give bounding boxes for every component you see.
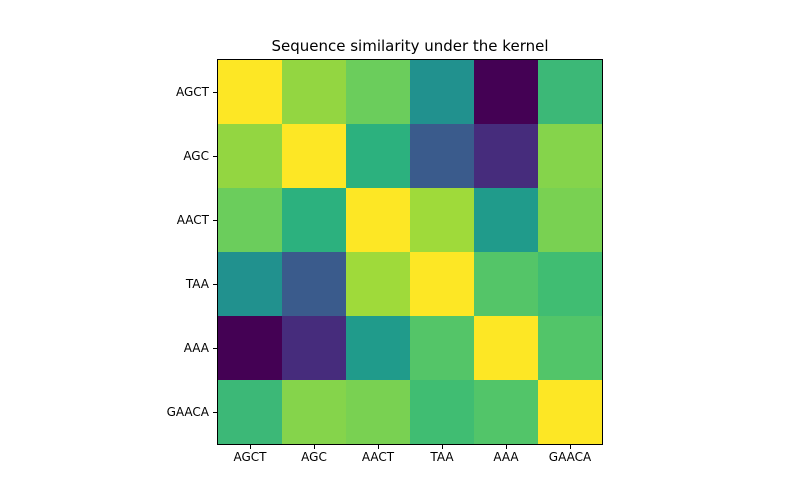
y-axis-labels: AGCT AGC AACT TAA AAA GAACA <box>0 60 209 444</box>
y-tick-mark <box>213 220 217 221</box>
y-tick-mark <box>213 156 217 157</box>
heatmap-cell <box>218 124 282 188</box>
chart-title: Sequence similarity under the kernel <box>271 37 549 55</box>
x-axis-labels: AGCT AGC AACT TAA AAA GAACA <box>218 450 602 464</box>
heatmap-cell <box>346 316 410 380</box>
heatmap-cell <box>282 380 346 444</box>
x-tick-label: TAA <box>430 450 454 464</box>
x-tick-mark <box>250 445 251 449</box>
heatmap-cell <box>474 252 538 316</box>
x-tick-mark <box>442 445 443 449</box>
heatmap-cell <box>282 124 346 188</box>
heatmap-cell <box>474 124 538 188</box>
x-tick-label: AGC <box>301 450 327 464</box>
heatmap-cell <box>538 124 602 188</box>
heatmap-cell <box>218 316 282 380</box>
heatmap-cell <box>346 60 410 124</box>
heatmap-cell <box>474 316 538 380</box>
heatmap-cell <box>538 60 602 124</box>
x-tick-label: GAACA <box>548 450 592 464</box>
heatmap-cell <box>538 252 602 316</box>
heatmap-cell <box>218 60 282 124</box>
heatmap-cell <box>410 380 474 444</box>
heatmap-cell <box>346 188 410 252</box>
heatmap-cell <box>410 188 474 252</box>
y-tick-label: AAA <box>183 341 209 355</box>
heatmap-cell <box>474 380 538 444</box>
y-tick-label: AGC <box>183 149 209 163</box>
y-tick-mark <box>213 348 217 349</box>
heatmap-cell <box>410 60 474 124</box>
heatmap-cell <box>218 188 282 252</box>
heatmap-cell <box>282 252 346 316</box>
heatmap-cell <box>474 188 538 252</box>
heatmap-cell <box>282 316 346 380</box>
plot-area <box>217 59 603 445</box>
y-tick-label: AGCT <box>175 85 209 99</box>
x-tick-mark <box>570 445 571 449</box>
heatmap-cell <box>346 252 410 316</box>
heatmap-grid <box>218 60 602 444</box>
heatmap-cell <box>346 380 410 444</box>
x-tick-label: AACT <box>361 450 395 464</box>
heatmap-cell <box>346 124 410 188</box>
heatmap-cell <box>410 252 474 316</box>
x-tick-label: AGCT <box>233 450 267 464</box>
heatmap-cell <box>538 380 602 444</box>
y-tick-label: GAACA <box>166 405 209 419</box>
y-tick-label: AACT <box>176 213 209 227</box>
x-axis-ticks <box>218 445 602 449</box>
x-tick-mark <box>506 445 507 449</box>
heatmap-cell <box>538 188 602 252</box>
y-axis-ticks <box>213 60 217 444</box>
y-tick-label: TAA <box>185 277 209 291</box>
heatmap-cell <box>282 60 346 124</box>
heatmap-cell <box>218 380 282 444</box>
heatmap-cell <box>218 252 282 316</box>
heatmap-cell <box>410 124 474 188</box>
heatmap-cell <box>474 60 538 124</box>
x-tick-mark <box>314 445 315 449</box>
y-tick-mark <box>213 412 217 413</box>
heatmap-cell <box>538 316 602 380</box>
heatmap-cell <box>410 316 474 380</box>
x-tick-label: AAA <box>493 450 519 464</box>
y-tick-mark <box>213 92 217 93</box>
x-tick-mark <box>378 445 379 449</box>
heatmap-cell <box>282 188 346 252</box>
y-tick-mark <box>213 284 217 285</box>
